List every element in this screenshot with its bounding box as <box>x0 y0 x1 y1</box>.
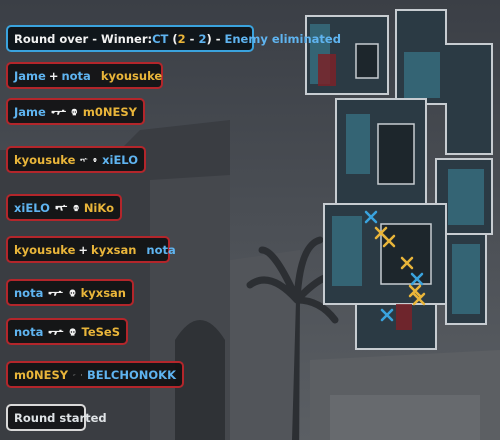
assist-plus: + <box>78 242 89 257</box>
kill-entry: nota kyxsan <box>6 279 134 306</box>
minimap <box>305 9 493 350</box>
banner-winner-team: CT <box>152 31 169 46</box>
kill-entry: m0NESY BELCHONOKK <box>6 361 184 388</box>
round-over-banner: Round over - Winner: CT ( 2 - 2 ) - Enem… <box>6 25 341 52</box>
ak-rifle-icon <box>80 157 88 162</box>
victim-name: kyousuke <box>100 68 163 83</box>
kill-entry: nota TeSeS <box>6 318 128 345</box>
killer-name: kyousuke <box>14 242 76 257</box>
kill-entry: kyousuke + kyxsan nota <box>6 236 176 263</box>
victim-name: m0NESY <box>82 104 137 119</box>
banner-score-open: ( <box>168 31 178 46</box>
victim-name: TeSeS <box>81 324 120 339</box>
victim-name: BELCHONOKK <box>86 367 176 382</box>
rifle-icon <box>48 290 64 296</box>
victim-name: kyxsan <box>80 285 126 300</box>
banner-prefix: Round over - Winner: <box>14 31 153 46</box>
headshot-icon <box>71 108 78 115</box>
banner-sep: - <box>211 31 225 46</box>
banner-score-close: ) <box>206 31 212 46</box>
banner-score-dash: - <box>185 31 199 46</box>
kill-feed: Round over - Winner: CT ( 2 - 2 ) - Enem… <box>6 0 341 440</box>
kill-entry: xiELO NiKo <box>6 194 122 221</box>
killer-name: nota <box>14 285 44 300</box>
assist-plus: + <box>48 68 59 83</box>
ak-rifle-icon <box>55 204 67 211</box>
rifle-icon <box>48 329 64 335</box>
killer-name: Jame <box>14 104 46 119</box>
rifle-icon <box>51 109 66 115</box>
banner-reason: Enemy eliminated <box>224 31 341 46</box>
banner-score-t: 2 <box>198 31 207 46</box>
victim-name: nota <box>146 242 176 257</box>
kill-entry: Jame m0NESY <box>6 98 145 125</box>
sniper-rifle-icon <box>73 374 76 375</box>
headshot-icon <box>93 157 97 162</box>
killer-name: nota <box>14 324 44 339</box>
round-started-notice: Round started <box>6 404 107 431</box>
killer-name: xiELO <box>14 200 50 215</box>
round-started-label: Round started <box>14 410 107 425</box>
assist-name: kyxsan <box>91 242 137 257</box>
killer-name: kyousuke <box>14 152 76 167</box>
killer-name: Jame <box>14 68 46 83</box>
killer-name: m0NESY <box>14 367 69 382</box>
assist-name: nota <box>61 68 91 83</box>
victim-name: NiKo <box>83 200 114 215</box>
headshot-icon <box>80 373 82 376</box>
banner-score-ct: 2 <box>177 31 186 46</box>
headshot-icon <box>69 327 76 336</box>
kill-entry: kyousuke xiELO <box>6 146 146 173</box>
headshot-icon <box>73 204 79 211</box>
victim-name: xiELO <box>102 152 138 167</box>
headshot-icon <box>69 288 76 297</box>
kill-entry: Jame + nota kyousuke <box>6 62 163 89</box>
